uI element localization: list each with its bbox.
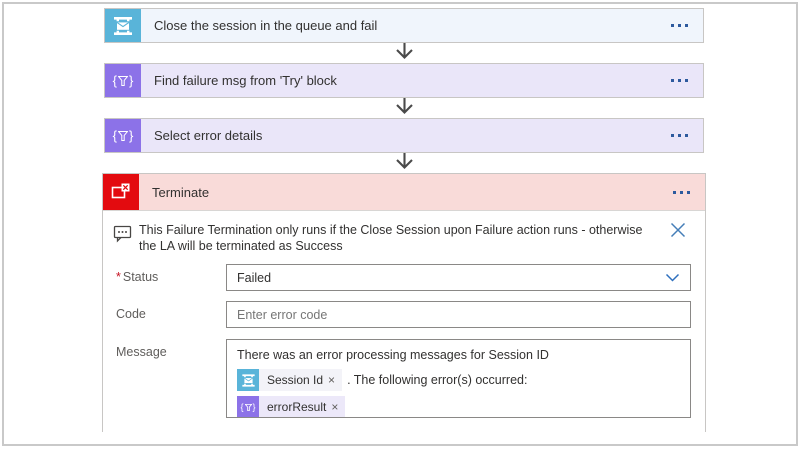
code-label: Code	[116, 307, 146, 321]
action-title[interactable]: Terminate	[152, 184, 210, 200]
service-bus-icon	[237, 369, 259, 391]
filter-query-icon: {}	[237, 396, 259, 417]
action-title[interactable]: Close the session in the queue and fail	[154, 18, 378, 33]
comment-row: This Failure Termination only runs if th…	[113, 218, 695, 254]
comment-text: This Failure Termination only runs if th…	[139, 223, 643, 253]
action-card-close-session[interactable]: Close the session in the queue and fail	[104, 8, 704, 43]
chevron-down-icon	[665, 273, 680, 282]
connector-arrow-icon	[396, 43, 413, 59]
message-editor[interactable]: There was an error processing messages f…	[226, 339, 691, 418]
message-text-line1: There was an error processing messages f…	[237, 348, 549, 362]
action-card-find-failure-msg[interactable]: {} Find failure msg from 'Try' block	[104, 63, 704, 98]
status-label: *Status	[116, 270, 159, 284]
ellipsis-menu-icon[interactable]	[656, 9, 703, 42]
token-remove-icon[interactable]: ×	[328, 369, 343, 391]
terminate-body: This Failure Termination only runs if th…	[103, 211, 705, 432]
token-label: errorResult	[259, 396, 332, 417]
action-title[interactable]: Find failure msg from 'Try' block	[154, 73, 337, 88]
message-text-line2: . The following error(s) occurred:	[347, 373, 528, 387]
terminate-icon	[103, 174, 139, 210]
required-marker: *	[116, 270, 121, 284]
ellipsis-menu-icon[interactable]	[658, 174, 705, 210]
token-label: Session Id	[259, 369, 329, 391]
token-session-id[interactable]: Session Id ×	[237, 369, 343, 391]
action-card-terminate: Terminate This Failure Termination only …	[102, 173, 706, 432]
code-input[interactable]	[226, 301, 691, 328]
filter-query-icon: {}	[105, 119, 141, 152]
status-value: Failed	[237, 270, 272, 285]
close-comment-icon[interactable]	[669, 221, 687, 239]
status-dropdown[interactable]: Failed	[226, 264, 691, 291]
ellipsis-menu-icon[interactable]	[656, 64, 703, 97]
token-remove-icon[interactable]: ×	[331, 396, 346, 417]
action-title[interactable]: Select error details	[154, 128, 263, 143]
token-error-result[interactable]: {} errorResult ×	[237, 396, 346, 417]
message-label: Message	[116, 345, 167, 359]
action-card-select-error-details[interactable]: {} Select error details	[104, 118, 704, 153]
service-bus-icon	[105, 9, 141, 42]
connector-arrow-icon	[396, 98, 413, 114]
filter-query-icon: {}	[105, 64, 141, 97]
terminate-header[interactable]: Terminate	[103, 174, 705, 211]
connector-arrow-icon	[396, 153, 413, 169]
comment-bubble-icon	[113, 225, 132, 243]
ellipsis-menu-icon[interactable]	[656, 119, 703, 152]
